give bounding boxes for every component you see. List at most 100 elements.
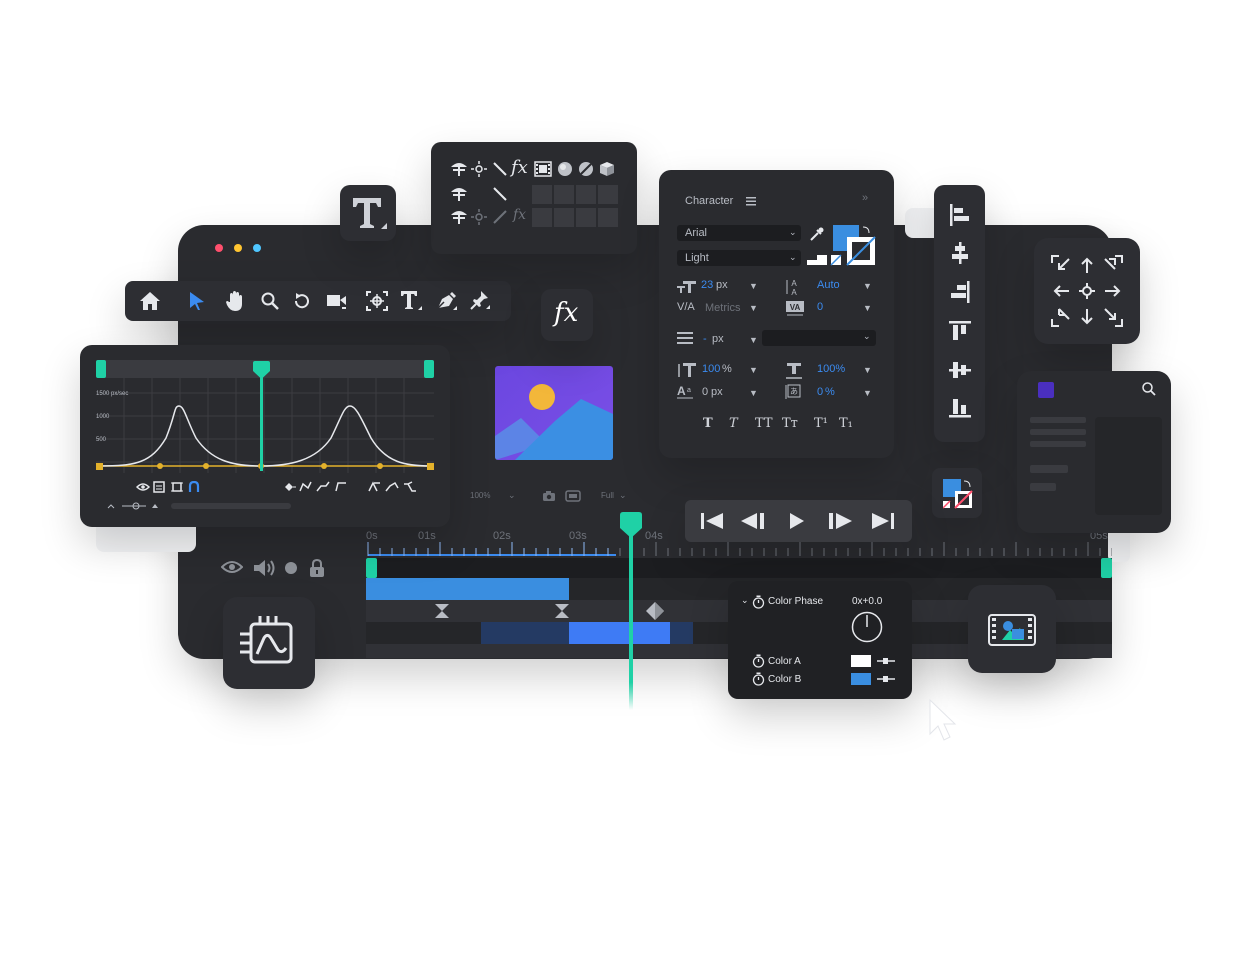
home-icon[interactable] <box>139 291 161 311</box>
anchor-point-icon[interactable] <box>366 291 388 311</box>
expand-chevrons-icon[interactable]: » <box>862 192 869 204</box>
work-area-bar[interactable] <box>366 558 1112 578</box>
color-a-swatch[interactable] <box>851 655 871 667</box>
graph-info-icon[interactable] <box>153 481 165 493</box>
vertical-scale-value[interactable]: 100 <box>702 363 721 375</box>
align-left-icon[interactable] <box>950 204 970 226</box>
puppet-pin-icon[interactable] <box>450 186 468 202</box>
menu-icon[interactable] <box>746 197 756 206</box>
work-area-end-handle[interactable] <box>1101 558 1112 578</box>
film-strip-icon[interactable] <box>534 161 552 177</box>
fx-icon[interactable]: fx <box>513 207 527 223</box>
color-b-swatch[interactable] <box>851 673 871 685</box>
snapshot-camera-icon[interactable] <box>542 490 556 502</box>
sphere-icon[interactable] <box>557 161 573 177</box>
small-caps-button[interactable]: Tт <box>782 416 798 431</box>
lock-icon[interactable] <box>309 558 325 578</box>
expression-chip-button[interactable] <box>223 597 315 689</box>
line-icon[interactable] <box>492 209 508 225</box>
caret-down-icon[interactable]: ▼ <box>749 303 758 313</box>
viewer-image-thumbnail[interactable] <box>495 366 613 460</box>
caret-down-icon[interactable]: ▼ <box>749 335 758 345</box>
select-arrow-icon[interactable] <box>188 291 206 311</box>
skip-to-start-icon[interactable] <box>701 513 723 529</box>
text-tool-icon[interactable] <box>399 288 423 312</box>
caret-down-icon[interactable]: ▼ <box>749 281 758 291</box>
sun-icon[interactable] <box>471 161 487 177</box>
window-dot-zoom[interactable] <box>253 244 261 252</box>
line-icon[interactable] <box>492 186 508 202</box>
align-horizontal-center-icon[interactable] <box>950 242 970 264</box>
zoom-select[interactable]: 100% ⌄ <box>468 490 522 504</box>
graph-snap-icon[interactable] <box>188 481 200 493</box>
graph-keyframe-tools[interactable] <box>284 480 350 494</box>
window-dot-minimize[interactable] <box>234 244 242 252</box>
sun-icon[interactable] <box>471 209 487 225</box>
footage-button[interactable] <box>968 585 1056 673</box>
faux-bold-button[interactable]: T <box>703 416 713 431</box>
stroke-style-select[interactable] <box>762 330 876 346</box>
resolution-select[interactable]: Full ⌄ <box>597 490 637 504</box>
work-area-start-handle[interactable] <box>366 558 377 578</box>
cube-icon[interactable] <box>599 161 615 177</box>
play-icon[interactable] <box>789 513 805 529</box>
tracking-value[interactable]: 0 <box>817 301 824 313</box>
graph-range-start-handle[interactable] <box>96 360 106 378</box>
graph-visibility-icon[interactable] <box>136 481 150 493</box>
layer-color-swatch[interactable] <box>1038 382 1054 398</box>
previous-frame-icon[interactable] <box>741 513 765 529</box>
caret-down-icon[interactable]: ▼ <box>749 388 758 398</box>
caret-down-icon[interactable]: ▼ <box>863 281 872 291</box>
keyframe-hold-icon[interactable] <box>433 602 451 620</box>
graph-plot[interactable] <box>96 378 434 473</box>
rotate-icon[interactable] <box>293 292 311 310</box>
font-size-value[interactable]: 23 <box>701 279 714 291</box>
line-icon[interactable] <box>492 161 508 177</box>
tsume-value[interactable]: 0 <box>817 386 824 398</box>
timeline-ruler[interactable]: 0s 01s 02s 03s 04s 05s <box>366 528 1112 558</box>
fill-stroke-swatches[interactable] <box>807 223 877 267</box>
all-caps-button[interactable]: TT <box>755 416 773 431</box>
superscript-button[interactable]: T¹ <box>814 416 828 431</box>
caret-down-icon[interactable]: ▼ <box>749 365 758 375</box>
puppet-pin-icon[interactable] <box>450 161 468 177</box>
stopwatch-icon[interactable] <box>752 672 765 686</box>
leading-value[interactable]: Auto <box>817 279 840 291</box>
fx-effects-button[interactable]: fx <box>541 289 593 341</box>
visibility-eye-icon[interactable] <box>221 559 243 575</box>
stopwatch-icon[interactable] <box>752 654 765 668</box>
playhead-line[interactable] <box>629 525 633 710</box>
graph-zoom-slider[interactable] <box>96 501 296 511</box>
graph-playhead-handle[interactable] <box>253 361 270 379</box>
no-mask-icon[interactable] <box>578 161 594 177</box>
graph-playhead-line[interactable] <box>260 367 263 471</box>
align-top-icon[interactable] <box>949 321 971 341</box>
layer-clip-selected[interactable] <box>569 622 670 644</box>
phase-dial[interactable] <box>851 611 883 643</box>
horizontal-scale-value[interactable]: 100% <box>817 363 846 375</box>
skip-to-end-icon[interactable] <box>872 513 894 529</box>
next-frame-icon[interactable] <box>829 513 853 529</box>
color-phase-value[interactable]: 0x+0.0 <box>852 596 883 607</box>
puppet-pin-icon[interactable] <box>450 209 468 225</box>
graph-easing-tools[interactable] <box>368 480 418 494</box>
caret-down-icon[interactable]: ▼ <box>863 388 872 398</box>
collapse-chevron-icon[interactable]: ⌄ <box>741 595 749 605</box>
playhead-handle[interactable] <box>620 512 642 538</box>
faux-italic-button[interactable]: T <box>729 416 738 431</box>
font-family-select[interactable]: Arial <box>677 225 801 241</box>
color-a-eyedropper-icon[interactable] <box>877 656 895 666</box>
hand-icon[interactable] <box>225 290 245 312</box>
solo-dot-icon[interactable] <box>285 562 297 574</box>
show-snapshot-icon[interactable] <box>565 490 581 502</box>
audio-speaker-icon[interactable] <box>252 558 276 578</box>
keyframe-diamond-icon[interactable] <box>645 601 665 621</box>
swap-colors-button[interactable] <box>932 468 982 518</box>
stopwatch-icon[interactable] <box>752 595 765 609</box>
caret-down-icon[interactable]: ▼ <box>863 303 872 313</box>
anchor-direction-grid-icon[interactable] <box>1051 255 1123 327</box>
keyframe-hold-icon[interactable] <box>553 602 571 620</box>
baseline-shift-value[interactable]: 0 <box>702 386 709 398</box>
font-style-select[interactable]: Light <box>677 250 801 266</box>
align-right-icon[interactable] <box>950 281 970 303</box>
